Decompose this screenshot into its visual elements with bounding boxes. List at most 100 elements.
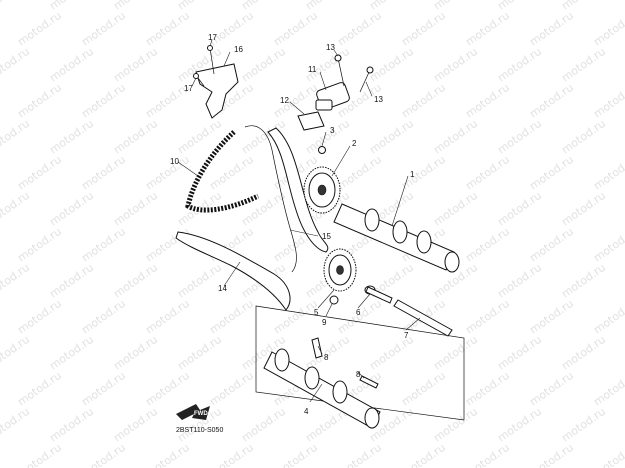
watermark-text: motod.ru [47, 189, 96, 229]
exhaust-cam-sprocket [323, 248, 357, 292]
exhaust-camshaft [263, 348, 381, 429]
watermark-text: motod.ru [559, 45, 608, 85]
intake-camshaft [333, 203, 460, 273]
watermark-text: motod.ru [175, 333, 224, 373]
watermark-text: motod.ru [239, 45, 288, 85]
callout-8-upper: 8 [324, 353, 329, 362]
watermark-text: motod.ru [271, 297, 320, 337]
watermark-text: motod.ru [335, 441, 384, 468]
watermark-text: motod.ru [591, 441, 625, 468]
watermark-text: motod.ru [591, 369, 625, 409]
callout-6: 6 [356, 308, 361, 317]
watermark-text: motod.ru [15, 153, 64, 193]
watermark-text: motod.ru [111, 405, 160, 445]
sprocket-bolt-3 [318, 146, 326, 154]
callout-13-lower: 13 [374, 95, 383, 104]
watermark-text: motod.ru [559, 333, 608, 373]
watermark-text: motod.ru [143, 369, 192, 409]
watermark-text: motod.ru [207, 9, 256, 49]
watermark-text: motod.ru [143, 441, 192, 468]
watermark-text: motod.ru [431, 117, 480, 157]
watermark-text: motod.ru [431, 405, 480, 445]
dowel-pin-upper [311, 337, 323, 359]
callout-1: 1 [410, 170, 415, 179]
watermark-text: motod.ru [463, 9, 512, 49]
watermark-text: motod.ru [0, 189, 32, 229]
watermark-text: motod.ru [239, 189, 288, 229]
callout-12: 12 [280, 96, 289, 105]
watermark-text: motod.ru [143, 297, 192, 337]
callout-10: 10 [170, 157, 179, 166]
watermark-text: motod.ru [79, 441, 128, 468]
callout-16: 16 [234, 45, 243, 54]
callout-14: 14 [218, 284, 227, 293]
watermark-text: motod.ru [495, 405, 544, 445]
watermark-text: motod.ru [111, 189, 160, 229]
watermark-text: motod.ru [495, 45, 544, 85]
exhaust-assembly-frame [255, 305, 465, 421]
watermark-text: motod.ru [431, 333, 480, 373]
watermark-text: motod.ru [0, 333, 32, 373]
watermark-text: motod.ru [463, 297, 512, 337]
callout-15: 15 [322, 232, 331, 241]
callout-4: 4 [304, 407, 309, 416]
watermark-text: motod.ru [0, 45, 32, 85]
watermark-text: motod.ru [207, 369, 256, 409]
watermark-text: motod.ru [143, 9, 192, 49]
watermark-text: motod.ru [47, 261, 96, 301]
chain-stopper-bracket [195, 63, 239, 119]
watermark-text: motod.ru [79, 9, 128, 49]
watermark-text: motod.ru [399, 81, 448, 121]
callout-17-lower: 17 [184, 84, 193, 93]
watermark-text: motod.ru [143, 225, 192, 265]
callout-17-upper: 17 [208, 33, 217, 42]
callout-2: 2 [352, 139, 357, 148]
watermark-text: motod.ru [367, 117, 416, 157]
watermark-text: motod.ru [591, 81, 625, 121]
watermark-text: motod.ru [495, 333, 544, 373]
watermark-text: motod.ru [111, 333, 160, 373]
watermark-text: motod.ru [47, 45, 96, 85]
watermark-text: motod.ru [47, 117, 96, 157]
sprocket-shaft-pin [364, 285, 393, 304]
watermark-text: motod.ru [239, 405, 288, 445]
watermark-text: motod.ru [559, 405, 608, 445]
watermark-text: motod.ru [207, 441, 256, 468]
watermark-text: motod.ru [47, 333, 96, 373]
watermark-text: motod.ru [431, 45, 480, 85]
watermark-text: motod.ru [111, 117, 160, 157]
watermark-text: motod.ru [495, 117, 544, 157]
watermark-text: motod.ru [79, 153, 128, 193]
watermark-text: motod.ru [111, 261, 160, 301]
watermark-text: motod.ru [79, 225, 128, 265]
sprocket-bolt-9 [329, 295, 339, 305]
watermark-text: motod.ru [559, 189, 608, 229]
callout-13-upper: 13 [326, 43, 335, 52]
watermark-text: motod.ru [271, 9, 320, 49]
tensioner-gasket [297, 111, 325, 131]
timing-chain-inner [244, 125, 297, 273]
chain-tensioner [315, 54, 374, 111]
callout-11: 11 [308, 65, 317, 74]
watermark-text: motod.ru [207, 153, 256, 193]
watermark-text: motod.ru [527, 369, 576, 409]
callout-8-lower: 8 [356, 370, 361, 379]
watermark-text: motod.ru [527, 81, 576, 121]
watermark-text: motod.ru [111, 45, 160, 85]
guide-shaft [393, 299, 453, 337]
watermark-text: motod.ru [15, 9, 64, 49]
watermark-text: motod.ru [463, 441, 512, 468]
watermark-text: motod.ru [175, 261, 224, 301]
bolt-17-lower [197, 77, 205, 87]
watermark-text: motod.ru [0, 0, 32, 12]
watermark-text: motod.ru [591, 297, 625, 337]
watermark-text: motod.ru [47, 405, 96, 445]
watermark-text: motod.ru [0, 405, 32, 445]
dowel-pin-lower [359, 375, 379, 389]
watermark-text: motod.ru [527, 441, 576, 468]
watermark-text: motod.ru [0, 261, 32, 301]
watermark-text: motod.ru [591, 225, 625, 265]
watermark-text: motod.ru [367, 45, 416, 85]
watermark-text: motod.ru [463, 369, 512, 409]
watermark-text: motod.ru [431, 189, 480, 229]
